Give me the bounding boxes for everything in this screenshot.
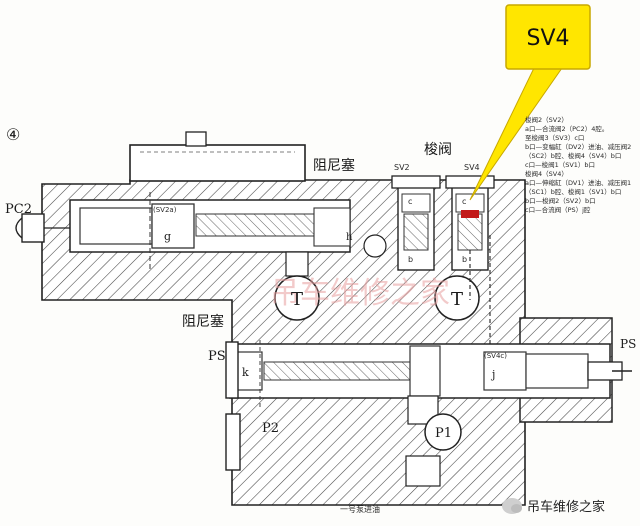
label-g-sub: (SV2a) xyxy=(153,206,177,214)
label-c1: c xyxy=(408,197,412,206)
note-line: （SC2）b腔、梭阀4（SV4）b口 xyxy=(525,151,621,160)
label-ps-right: PS xyxy=(620,337,636,351)
note-line: （SC1）b腔、梭阀1（SV1）b口 xyxy=(525,187,621,196)
note-line: b口—变幅缸（DV2）进油、减压阀2 xyxy=(525,142,631,151)
label-pc2: PC2 xyxy=(5,202,32,217)
label-k: k xyxy=(242,366,249,379)
figure-caption: 一号泵进油 xyxy=(340,504,380,514)
label-sv2: SV2 xyxy=(394,163,410,172)
label-damper-top: 阻尼塞 xyxy=(313,157,355,174)
note-line: b口—梭阀2（SV2）b口 xyxy=(525,196,596,205)
top-cover xyxy=(129,144,306,182)
label-t-right: T xyxy=(451,289,463,310)
note-line: a口—合流阀2（PC2）4腔。 xyxy=(525,124,608,133)
note-line: c口—合流阀（PS）j腔 xyxy=(525,205,591,214)
label-check-valve: 梭阀 xyxy=(424,141,452,158)
note-line: 至梭阀3（SV3）c口 xyxy=(525,133,584,142)
label-b1: b xyxy=(408,255,413,264)
label-h: h xyxy=(346,232,353,243)
watermark: 吊车维修之家 xyxy=(270,276,450,311)
pump-port-p1 xyxy=(424,413,462,451)
label-ps-left: PS xyxy=(208,349,226,364)
callout-label: SV4 xyxy=(526,26,569,51)
ps-port-left xyxy=(225,341,239,399)
figure-number: ④ xyxy=(6,125,20,144)
note-line: 梭阀2（SV2） xyxy=(525,115,568,124)
note-line: 梭阀4（SV4） xyxy=(525,169,568,178)
tank-port-left xyxy=(274,275,320,321)
label-g: g xyxy=(164,230,171,243)
label-p1: P1 xyxy=(435,426,452,441)
label-t-left: T xyxy=(291,289,303,310)
label-j: j xyxy=(490,368,495,381)
label-p2: P2 xyxy=(262,421,279,436)
label-damper-left: 阻尼塞 xyxy=(182,313,224,330)
label-b2: b xyxy=(462,255,467,264)
note-line: a口—伸缩缸（DV1）进油、减压阀1 xyxy=(525,178,631,187)
notes-block: 梭阀2（SV2） a口—合流阀2（PC2）4腔。 至梭阀3（SV3）c口 b口—… xyxy=(525,115,631,214)
brand-name: 吊车维修之家 xyxy=(527,500,606,515)
label-c2: c xyxy=(462,197,466,206)
tank-port-right xyxy=(434,275,480,321)
wechat-icon xyxy=(502,497,522,514)
pc2-fitting xyxy=(21,213,45,243)
brand-watermark: 吊车维修之家 xyxy=(502,496,605,515)
note-line: c口—梭阀1（SV1）b口 xyxy=(525,160,595,169)
p2-port xyxy=(225,413,241,471)
label-j-sub: (SV4c) xyxy=(484,352,507,360)
callout-box xyxy=(505,4,591,70)
label-sv4: SV4 xyxy=(464,163,480,172)
